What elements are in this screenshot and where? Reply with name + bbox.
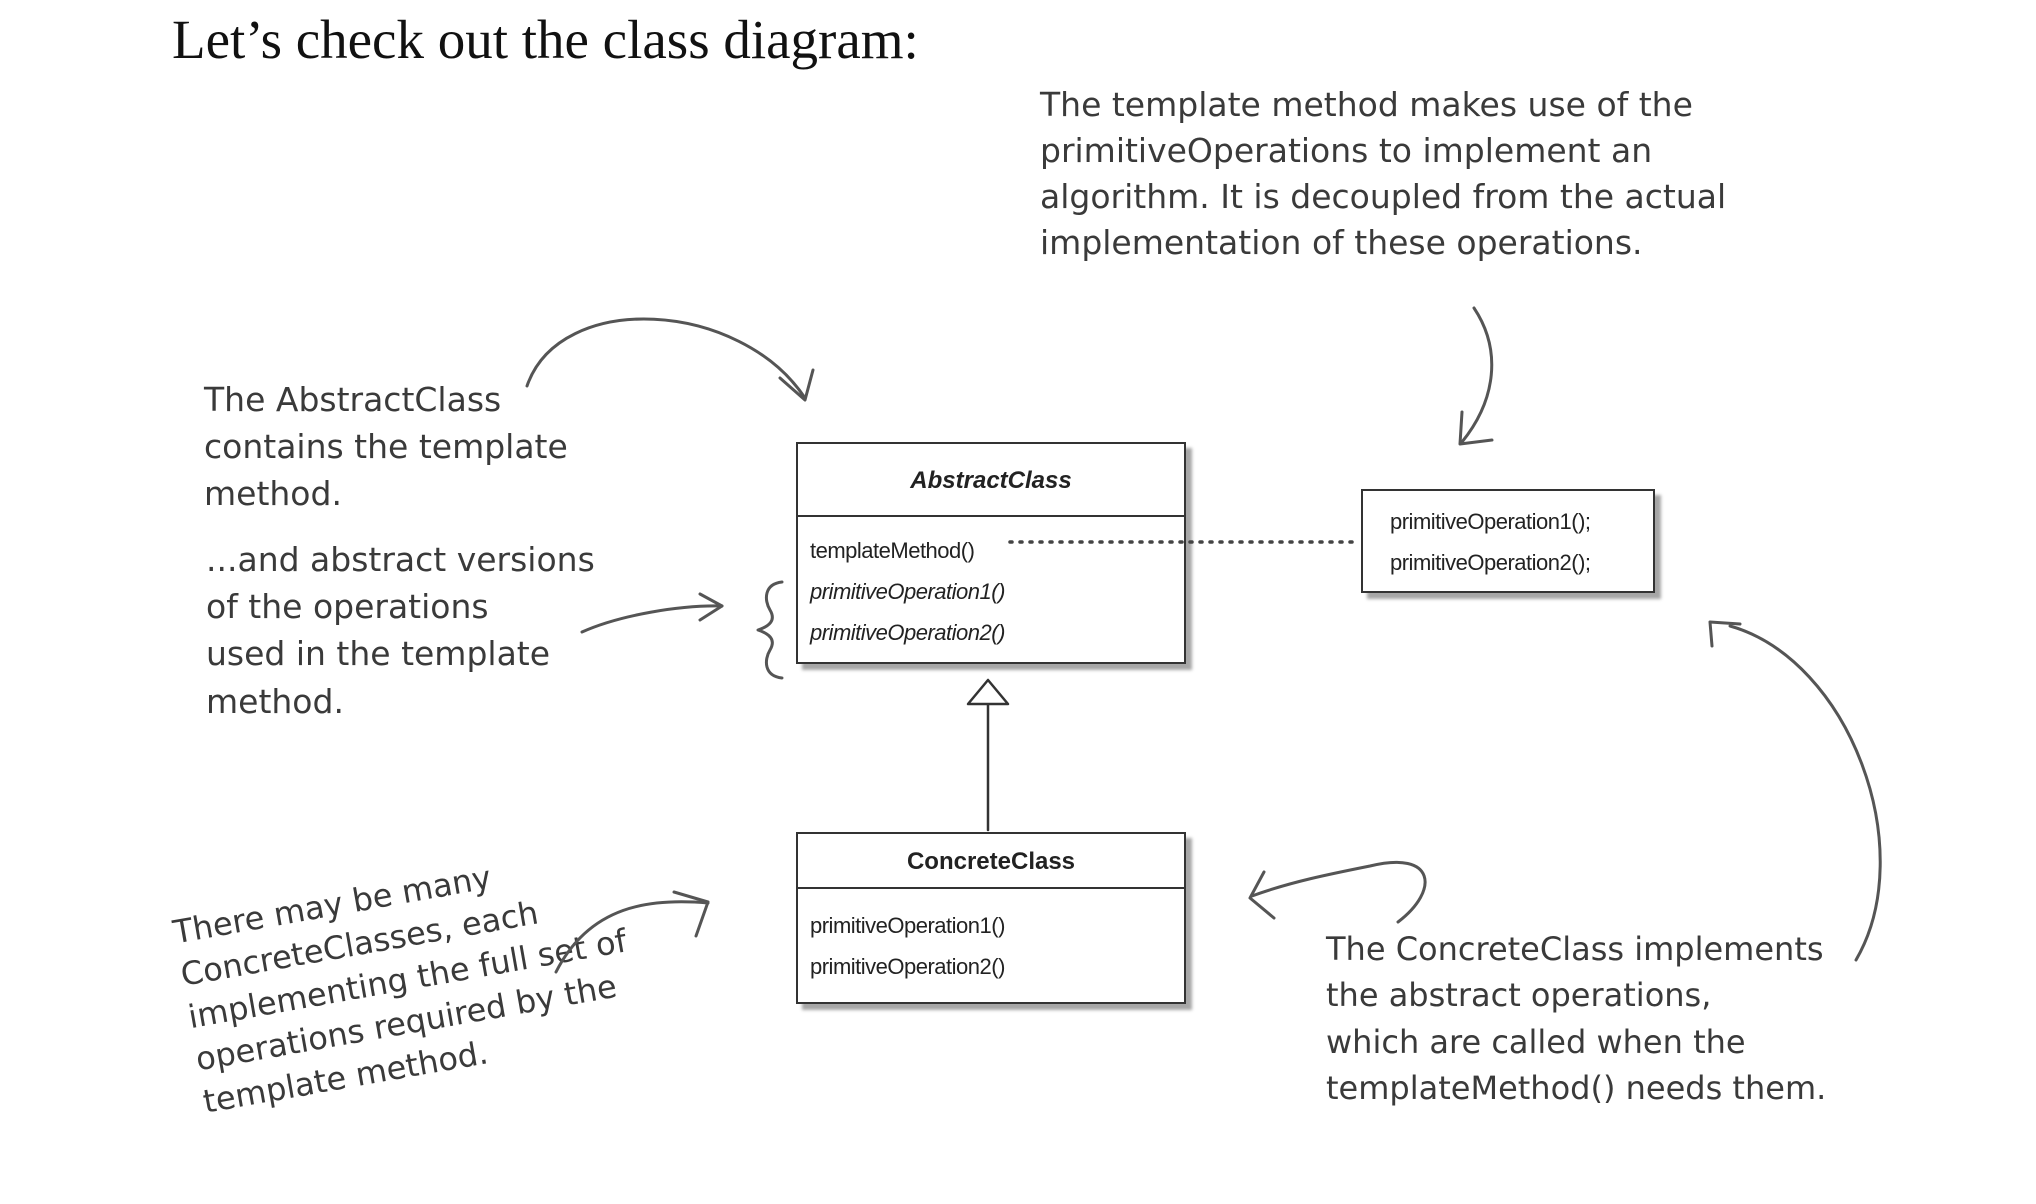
operation-template-method: templateMethod(): [810, 538, 975, 563]
note-line: the abstract operations,: [1326, 976, 1712, 1015]
operation-primitive-2: primitiveOperation2(): [810, 954, 1005, 979]
template-method-body-note: primitiveOperation1(); primitiveOperatio…: [1361, 489, 1655, 593]
note-line: used in the template: [206, 634, 551, 674]
note-line: ...and abstract versions: [206, 540, 595, 579]
note-line: The ConcreteClass implements: [1326, 930, 1824, 968]
note-line: contains the template: [204, 427, 568, 467]
note-line: algorithm. It is decoupled from the actu…: [1040, 176, 1727, 216]
abstract-class-name: AbstractClass: [798, 444, 1184, 517]
note-abstract-class: The AbstractClass contains the template …: [204, 376, 568, 518]
note-concrete-class: The ConcreteClass implements the abstrac…: [1326, 926, 1826, 1112]
abstract-class-operations: templateMethod() primitiveOperation1() p…: [798, 517, 1184, 653]
arrow-template-method: [1460, 306, 1494, 444]
note-line: of the operations: [206, 587, 489, 627]
arrowhead: [1458, 410, 1494, 446]
concrete-class-operations: primitiveOperation1() primitiveOperation…: [798, 889, 1184, 987]
arrow-concrete-to-body: [1728, 624, 1882, 962]
body-line: primitiveOperation1();: [1390, 509, 1591, 534]
arrowhead: [672, 890, 710, 938]
arrow-many-concrete: [554, 900, 710, 974]
arrowhead: [778, 368, 815, 402]
operation-primitive-1: primitiveOperation1(): [810, 579, 1005, 604]
arrowhead: [698, 592, 724, 622]
arrowhead: [1708, 620, 1742, 648]
concrete-class-name: ConcreteClass: [798, 834, 1184, 889]
curly-brace: [756, 580, 784, 680]
note-line: primitiveOperations to implement an: [1040, 130, 1653, 170]
note-template-method: The template method makes use of the pri…: [1040, 82, 1726, 265]
body-line: primitiveOperation2();: [1390, 550, 1591, 575]
note-line: The template method makes use of the: [1040, 85, 1693, 124]
arrow-abstract-versions: [580, 604, 724, 634]
note-line: The AbstractClass: [204, 380, 502, 419]
note-abstract-versions: ...and abstract versions of the operatio…: [206, 536, 595, 725]
concrete-class-box: ConcreteClass primitiveOperation1() prim…: [796, 832, 1186, 1004]
arrow-abstract-class: [525, 317, 807, 400]
arrow-concrete-class: [1250, 860, 1427, 924]
abstract-class-box: AbstractClass templateMethod() primitive…: [796, 442, 1186, 664]
arrowhead: [1248, 870, 1276, 920]
inheritance-triangle: [966, 678, 1010, 706]
note-line: implementation of these operations.: [1040, 222, 1643, 262]
note-line: templateMethod() needs them.: [1326, 1069, 1827, 1108]
note-line: method.: [206, 681, 344, 721]
operation-primitive-2: primitiveOperation2(): [810, 620, 1005, 645]
page-heading: Let’s check out the class diagram:: [172, 9, 919, 70]
operation-primitive-1: primitiveOperation1(): [810, 913, 1005, 938]
note-line: method.: [204, 474, 342, 514]
template-method-body: primitiveOperation1(); primitiveOperatio…: [1363, 491, 1653, 583]
note-line: which are called when the: [1326, 1022, 1746, 1061]
